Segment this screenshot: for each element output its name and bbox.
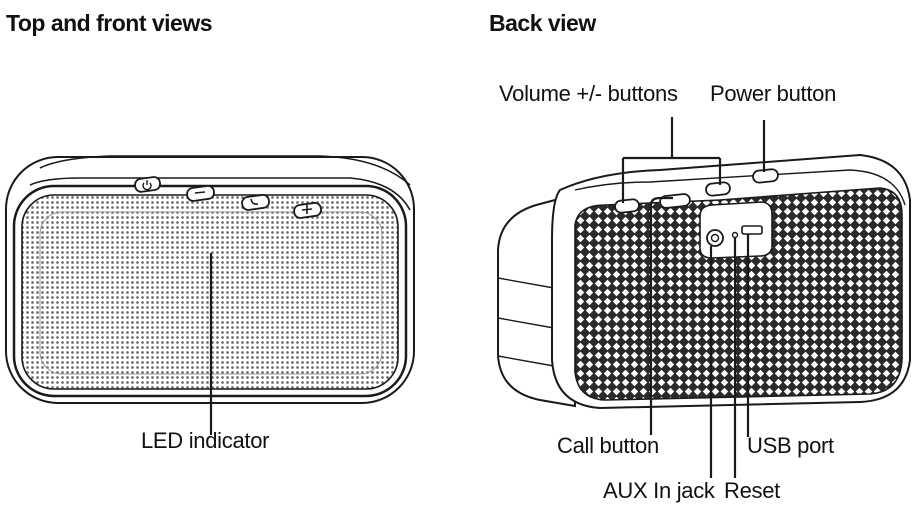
front-views-heading: Top and front views [6,10,213,36]
volume-leader [621,117,722,203]
phone-icon [241,193,270,211]
back-grille [574,187,903,401]
back-view-heading: Back view [489,10,596,36]
power-icon [134,176,161,193]
back-speaker [497,117,911,478]
minus-icon [186,184,215,202]
leader-lines [621,117,766,478]
reset-label: Reset [724,478,780,503]
plus-icon [293,201,322,219]
usb-port-socket [741,225,763,235]
call-leader [649,196,673,435]
back-top-buttons [614,168,779,214]
reset-hole [731,231,739,239]
volume-buttons-label: Volume +/- buttons [499,81,678,106]
front-speaker [5,155,415,435]
top-control-buttons [134,176,322,219]
usb-port-label: USB port [747,433,834,458]
aux-in-jack-label: AUX In jack [603,478,715,503]
power-button-label: Power button [710,81,837,106]
call-button-label: Call button [557,433,659,458]
led-indicator-label: LED indicator [141,428,270,453]
